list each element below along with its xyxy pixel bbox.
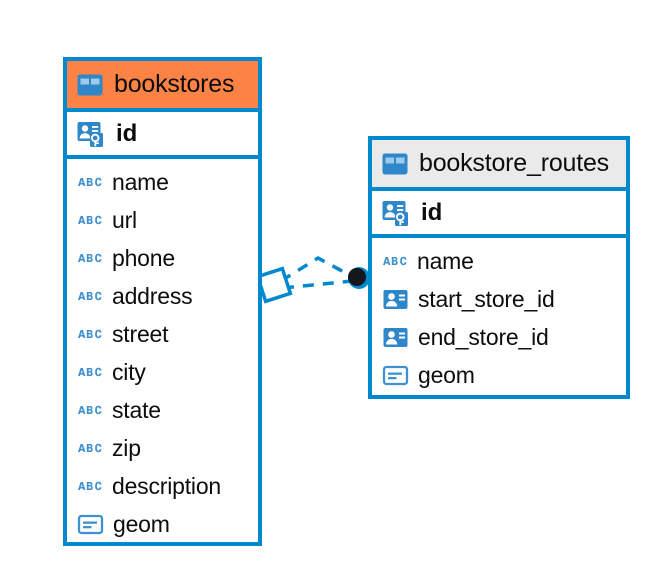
field-row-name[interactable]: name — [372, 242, 626, 280]
text-type-icon — [77, 321, 103, 347]
relationship-line-upper — [280, 255, 356, 283]
text-type-icon — [77, 245, 103, 271]
text-type-icon — [77, 397, 103, 423]
primary-key-row-bookstores[interactable]: id — [67, 112, 258, 159]
field-label: phone — [112, 244, 175, 271]
geometry-type-icon — [77, 511, 104, 538]
field-row-phone[interactable]: phone — [67, 239, 258, 277]
entity-title-bookstore-routes: bookstore_routes — [419, 149, 609, 177]
field-row-street[interactable]: street — [67, 315, 258, 353]
field-label: address — [112, 282, 193, 309]
field-label: city — [112, 358, 146, 385]
foreign-key-icon — [382, 286, 409, 313]
geometry-type-icon — [382, 362, 409, 389]
field-row-url[interactable]: url — [67, 201, 258, 239]
entity-title-bookstores: bookstores — [114, 70, 235, 98]
field-label: street — [112, 320, 169, 347]
text-type-icon — [77, 473, 103, 499]
field-label: geom — [418, 361, 475, 388]
relationship-line-lower — [282, 279, 353, 290]
field-row-geom[interactable]: geom — [67, 505, 258, 543]
field-label: name — [112, 168, 169, 195]
field-list-bookstores: name url — [67, 159, 258, 543]
text-type-icon — [77, 283, 103, 309]
primary-key-label-bookstores: id — [116, 119, 138, 147]
field-row-start-store-id[interactable]: start_store_id — [372, 280, 626, 318]
relationship-source-diamond — [255, 266, 293, 304]
field-row-city[interactable]: city — [67, 353, 258, 391]
text-type-icon — [77, 359, 103, 385]
text-type-icon — [77, 207, 103, 233]
primary-key-row-bookstore-routes[interactable]: id — [372, 191, 626, 238]
field-label: start_store_id — [418, 285, 555, 312]
field-label: name — [417, 247, 474, 274]
entity-header-bookstores[interactable]: bookstores — [67, 61, 258, 112]
field-row-address[interactable]: address — [67, 277, 258, 315]
field-row-state[interactable]: state — [67, 391, 258, 429]
field-label: state — [112, 396, 161, 423]
text-type-icon — [77, 169, 103, 195]
field-label: description — [112, 472, 222, 499]
field-row-name[interactable]: name — [67, 163, 258, 201]
field-label: url — [112, 206, 137, 233]
entity-table-bookstore-routes[interactable]: bookstore_routes id — [368, 136, 630, 399]
field-row-description[interactable]: description — [67, 467, 258, 505]
field-row-end-store-id[interactable]: end_store_id — [372, 318, 626, 356]
foreign-key-icon — [382, 324, 409, 351]
primary-key-label-bookstore-routes: id — [421, 198, 443, 226]
field-row-zip[interactable]: zip — [67, 429, 258, 467]
relationship-target-dot — [348, 267, 370, 289]
field-list-bookstore-routes: name start_store_id — [372, 238, 626, 394]
table-icon — [381, 150, 409, 178]
field-label: geom — [113, 510, 170, 537]
table-icon — [76, 71, 104, 99]
entity-table-bookstores[interactable]: bookstores id — [63, 57, 262, 546]
field-label: zip — [112, 434, 141, 461]
entity-header-bookstore-routes[interactable]: bookstore_routes — [372, 140, 626, 191]
primary-key-icon — [381, 198, 411, 228]
field-row-geom[interactable]: geom — [372, 356, 626, 394]
primary-key-icon — [76, 119, 106, 149]
text-type-icon — [77, 435, 103, 461]
field-label: end_store_id — [418, 323, 549, 350]
text-type-icon — [382, 248, 408, 274]
